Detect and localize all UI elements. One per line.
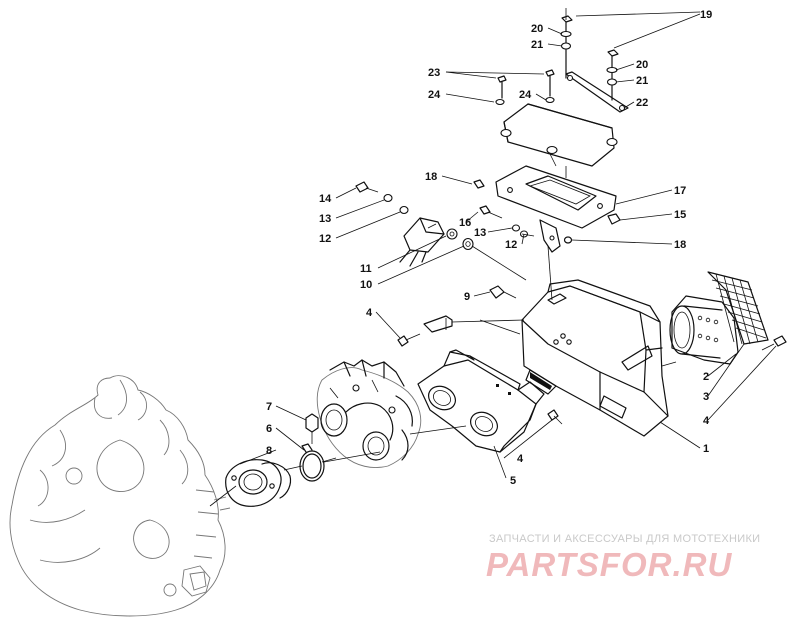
callout-18: 18 — [425, 171, 437, 183]
bolt-16 — [479, 205, 529, 238]
callout-12: 12 — [319, 233, 331, 245]
callout-21: 21 — [636, 75, 648, 87]
callout-14: 14 — [319, 193, 332, 205]
carb-flange — [225, 459, 292, 507]
sensor-unit — [399, 217, 445, 267]
bolt-9 — [489, 285, 517, 299]
callout-16: 16 — [459, 217, 471, 229]
callout-24: 24 — [428, 89, 441, 101]
nut-15 — [607, 213, 621, 225]
callout-leaders — [239, 11, 777, 479]
watermark-subtitle: ЗАПЧАСТИ И АКСЕССУАРЫ ДЛЯ МОТОТЕХНИКИ — [489, 533, 761, 545]
callout-1: 1 — [703, 443, 709, 455]
callout-3: 3 — [703, 391, 709, 403]
callout-13: 13 — [474, 227, 486, 239]
bolt-14 — [355, 181, 409, 215]
airbox-lid — [500, 103, 618, 167]
callout-11: 11 — [360, 263, 372, 275]
callout-21: 21 — [531, 39, 543, 51]
callout-2: 2 — [703, 371, 709, 383]
callout-20: 20 — [636, 59, 648, 71]
callout-4: 4 — [366, 307, 373, 319]
nut-18-bottom — [563, 236, 573, 244]
screw-4-right — [761, 335, 787, 351]
callout-8: 8 — [266, 445, 272, 457]
callout-9: 9 — [464, 291, 470, 303]
screw-4-bottom — [547, 409, 563, 425]
intake-housing — [417, 349, 545, 453]
intake-silencer — [669, 295, 739, 365]
callout-6: 6 — [266, 423, 272, 435]
callout-10: 10 — [360, 279, 372, 291]
callout-7: 7 — [266, 401, 272, 413]
intake-screen — [707, 271, 769, 345]
watermark-logo: PARTSFOR.RU — [486, 546, 733, 583]
callout-13: 13 — [319, 213, 331, 225]
callout-18: 18 — [674, 239, 686, 251]
callout-12: 12 — [505, 239, 517, 251]
callout-22: 22 — [636, 97, 648, 109]
assembly-lines — [209, 8, 677, 507]
hose-clamp — [299, 443, 325, 482]
callout-5: 5 — [510, 475, 516, 487]
callout-17: 17 — [674, 185, 686, 197]
bolt-19-right — [607, 49, 619, 101]
bolts-23 — [495, 69, 555, 106]
carburetor-assembly — [316, 359, 422, 468]
callout-19: 19 — [700, 9, 712, 21]
nut-18-top — [473, 179, 485, 189]
callout-20: 20 — [531, 23, 543, 35]
airbox-plate — [495, 165, 617, 253]
screw-7 — [305, 413, 319, 444]
callout-23: 23 — [428, 67, 440, 79]
engine-outline — [9, 375, 231, 617]
callout-labels: 1 2 3 4 4 4 5 6 7 8 9 10 11 12 12 13 13 … — [266, 9, 712, 487]
callout-24: 24 — [519, 89, 532, 101]
bracket-22 — [565, 71, 629, 113]
callout-4: 4 — [703, 415, 710, 427]
screw-4-top — [397, 333, 421, 347]
stud-part — [423, 315, 453, 333]
callout-4: 4 — [517, 453, 524, 465]
airbox — [521, 279, 669, 437]
grommet-10-11 — [446, 228, 474, 251]
callout-15: 15 — [674, 209, 686, 221]
